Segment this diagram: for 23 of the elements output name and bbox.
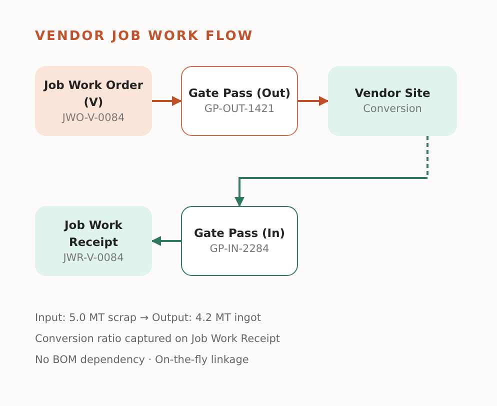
note-text: Conversion ratio captured on Job Work Receipt <box>35 333 280 345</box>
process-box <box>181 66 298 136</box>
arrow <box>151 236 181 246</box>
process-box <box>35 66 152 136</box>
note-text: Input: 5.0 MT scrap → Output: 4.2 MT ingot <box>35 312 262 324</box>
arrow <box>234 136 428 207</box>
note-text: No BOM dependency · On-the-fly linkage <box>35 354 249 366</box>
node-code: Conversion <box>363 102 422 117</box>
process-box <box>35 206 152 276</box>
node-title: Gate Pass (In) <box>194 225 286 242</box>
node-title: Job Work Order (V) <box>42 76 144 110</box>
node-title: Vendor Site <box>354 85 430 102</box>
process-box <box>328 66 457 136</box>
arrow <box>152 96 182 106</box>
process-box <box>181 206 298 276</box>
node-title: Job Work Receipt <box>62 216 124 250</box>
diagram-title: VENDOR JOB WORK FLOW <box>35 29 254 44</box>
node-code: GP-IN-2284 <box>210 242 270 257</box>
arrow <box>298 96 329 106</box>
node-code: JWR-V-0084 <box>63 250 124 266</box>
node-title: Gate Pass (Out) <box>188 85 291 102</box>
node-code: JWO-V-0084 <box>62 110 125 126</box>
node-code: GP-OUT-1421 <box>204 102 275 117</box>
